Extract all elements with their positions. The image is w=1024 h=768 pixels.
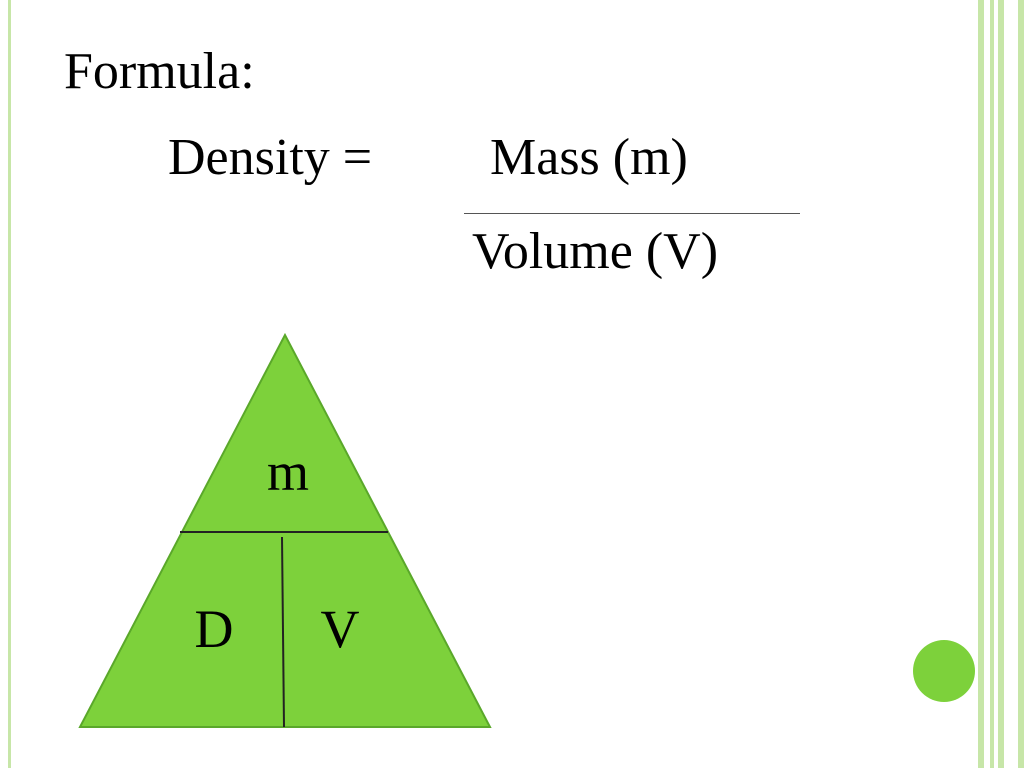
frame-left-line <box>8 0 11 768</box>
triangle-label-density: D <box>195 599 234 659</box>
frame-right-line <box>978 0 984 768</box>
frame-right-band-gap <box>1004 0 1018 768</box>
frame-right-line <box>990 0 994 768</box>
triangle-label-volume: V <box>321 599 360 659</box>
slide-title: Formula: <box>64 43 255 100</box>
formula-numerator: Mass (m) <box>490 129 688 186</box>
formula-denominator: Volume (V) <box>472 223 719 280</box>
fraction-bar <box>464 213 800 214</box>
triangle-label-mass: m <box>267 442 309 502</box>
decorative-dot <box>913 640 975 702</box>
triangle-vertical-divider <box>281 536 285 728</box>
formula-left-side: Density = <box>168 129 373 186</box>
